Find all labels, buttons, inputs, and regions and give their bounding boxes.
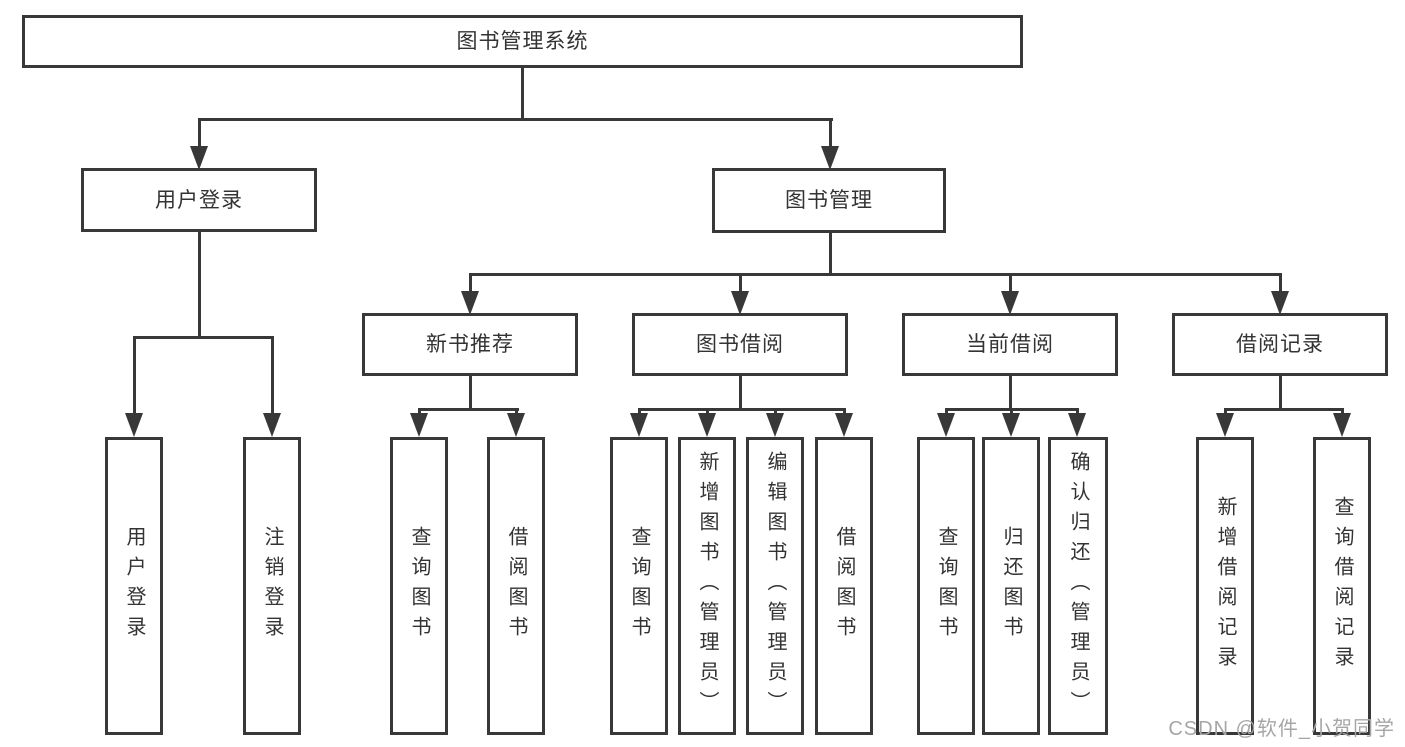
leaf-add-books-admin: 新增图书（管理员）	[678, 437, 736, 735]
connector-line	[739, 376, 742, 411]
connector-line	[198, 118, 833, 121]
arrow-down-icon	[410, 413, 428, 437]
arrow-down-icon	[1002, 413, 1020, 437]
connector-line	[133, 336, 136, 416]
node-current-borrowing-label: 当前借阅	[966, 333, 1054, 356]
leaf-add-books-admin-label: 新增图书（管理员）	[696, 451, 718, 721]
connector-line	[1224, 408, 1227, 416]
arrow-down-icon	[821, 146, 839, 170]
leaf-return-books-label: 归还图书	[1000, 526, 1022, 646]
connector-line	[418, 408, 519, 411]
leaf-recommend-query-books-label: 查询图书	[408, 526, 430, 646]
node-book-management-label: 图书管理	[785, 189, 873, 212]
node-borrowing-records: 借阅记录	[1172, 313, 1388, 376]
connector-line	[515, 408, 518, 416]
node-new-book-recommend: 新书推荐	[362, 313, 578, 376]
connector-line	[1010, 408, 1013, 416]
leaf-borrowing-query-books: 查询图书	[610, 437, 668, 735]
leaf-edit-books-admin-label: 编辑图书（管理员）	[764, 451, 786, 721]
leaf-logout-login-label: 注销登录	[261, 526, 283, 646]
node-book-management: 图书管理	[712, 168, 946, 233]
node-new-book-recommend-label: 新书推荐	[426, 333, 514, 356]
leaf-recommend-query-books: 查询图书	[390, 437, 448, 735]
leaf-recommend-borrow-books: 借阅图书	[487, 437, 545, 735]
arrow-down-icon	[1271, 291, 1289, 315]
arrow-down-icon	[731, 291, 749, 315]
connector-line	[1009, 273, 1012, 294]
node-library-system-label: 图书管理系统	[456, 30, 589, 53]
connector-line	[1224, 408, 1344, 411]
arrow-down-icon	[766, 413, 784, 437]
connector-line	[1341, 408, 1344, 416]
leaf-add-borrow-record-label: 新增借阅记录	[1214, 496, 1236, 676]
arrow-down-icon	[507, 413, 525, 437]
connector-line	[829, 118, 832, 150]
arrow-down-icon	[1333, 413, 1351, 437]
leaf-add-borrow-record: 新增借阅记录	[1196, 437, 1254, 735]
leaf-query-borrow-record: 查询借阅记录	[1313, 437, 1371, 735]
connector-line	[1076, 408, 1079, 416]
leaf-user-login: 用户登录	[105, 437, 163, 735]
arrow-down-icon	[937, 413, 955, 437]
node-library-system: 图书管理系统	[22, 15, 1023, 68]
leaf-query-borrow-record-label: 查询借阅记录	[1331, 496, 1353, 676]
connector-line	[774, 408, 777, 416]
connector-line	[198, 118, 201, 150]
connector-line	[843, 408, 846, 416]
arrow-down-icon	[125, 413, 143, 437]
arrow-down-icon	[263, 413, 281, 437]
leaf-return-books: 归还图书	[982, 437, 1040, 735]
leaf-borrowing-borrow-books: 借阅图书	[815, 437, 873, 735]
arrow-down-icon	[190, 146, 208, 170]
leaf-current-query-books: 查询图书	[917, 437, 975, 735]
connector-line	[829, 233, 832, 276]
leaf-borrowing-query-books-label: 查询图书	[628, 526, 650, 646]
node-user-login: 用户登录	[81, 168, 317, 232]
arrow-down-icon	[461, 291, 479, 315]
leaf-recommend-borrow-books-label: 借阅图书	[505, 526, 527, 646]
connector-line	[198, 232, 201, 339]
connector-line	[638, 408, 846, 411]
node-book-borrowing-label: 图书借阅	[696, 333, 784, 356]
connector-line	[706, 408, 709, 416]
node-user-login-label: 用户登录	[155, 188, 243, 212]
leaf-edit-books-admin: 编辑图书（管理员）	[746, 437, 804, 735]
watermark: CSDN @软件_小贺同学	[1168, 718, 1395, 740]
connector-line	[133, 336, 274, 339]
connector-line	[271, 336, 274, 416]
node-borrowing-records-label: 借阅记录	[1236, 333, 1324, 356]
connector-line	[739, 273, 742, 294]
leaf-current-query-books-label: 查询图书	[935, 526, 957, 646]
arrow-down-icon	[698, 413, 716, 437]
arrow-down-icon	[835, 413, 853, 437]
arrow-down-icon	[630, 413, 648, 437]
connector-line	[469, 376, 472, 411]
connector-line	[1279, 273, 1282, 294]
connector-line	[1279, 376, 1282, 411]
leaf-confirm-return-admin-label: 确认归还（管理员）	[1067, 451, 1089, 721]
connector-line	[418, 408, 421, 416]
leaf-confirm-return-admin: 确认归还（管理员）	[1048, 437, 1108, 735]
connector-line	[638, 408, 641, 416]
node-book-borrowing: 图书借阅	[632, 313, 848, 376]
arrow-down-icon	[1001, 291, 1019, 315]
connector-line	[521, 68, 524, 121]
leaf-logout-login: 注销登录	[243, 437, 301, 735]
arrow-down-icon	[1216, 413, 1234, 437]
arrow-down-icon	[1068, 413, 1086, 437]
connector-line	[945, 408, 948, 416]
connector-line	[469, 273, 472, 294]
leaf-user-login-label: 用户登录	[123, 526, 145, 646]
node-current-borrowing: 当前借阅	[902, 313, 1118, 376]
connector-line	[1009, 376, 1012, 411]
leaf-borrowing-borrow-books-label: 借阅图书	[833, 526, 855, 646]
connector-line	[469, 273, 1282, 276]
